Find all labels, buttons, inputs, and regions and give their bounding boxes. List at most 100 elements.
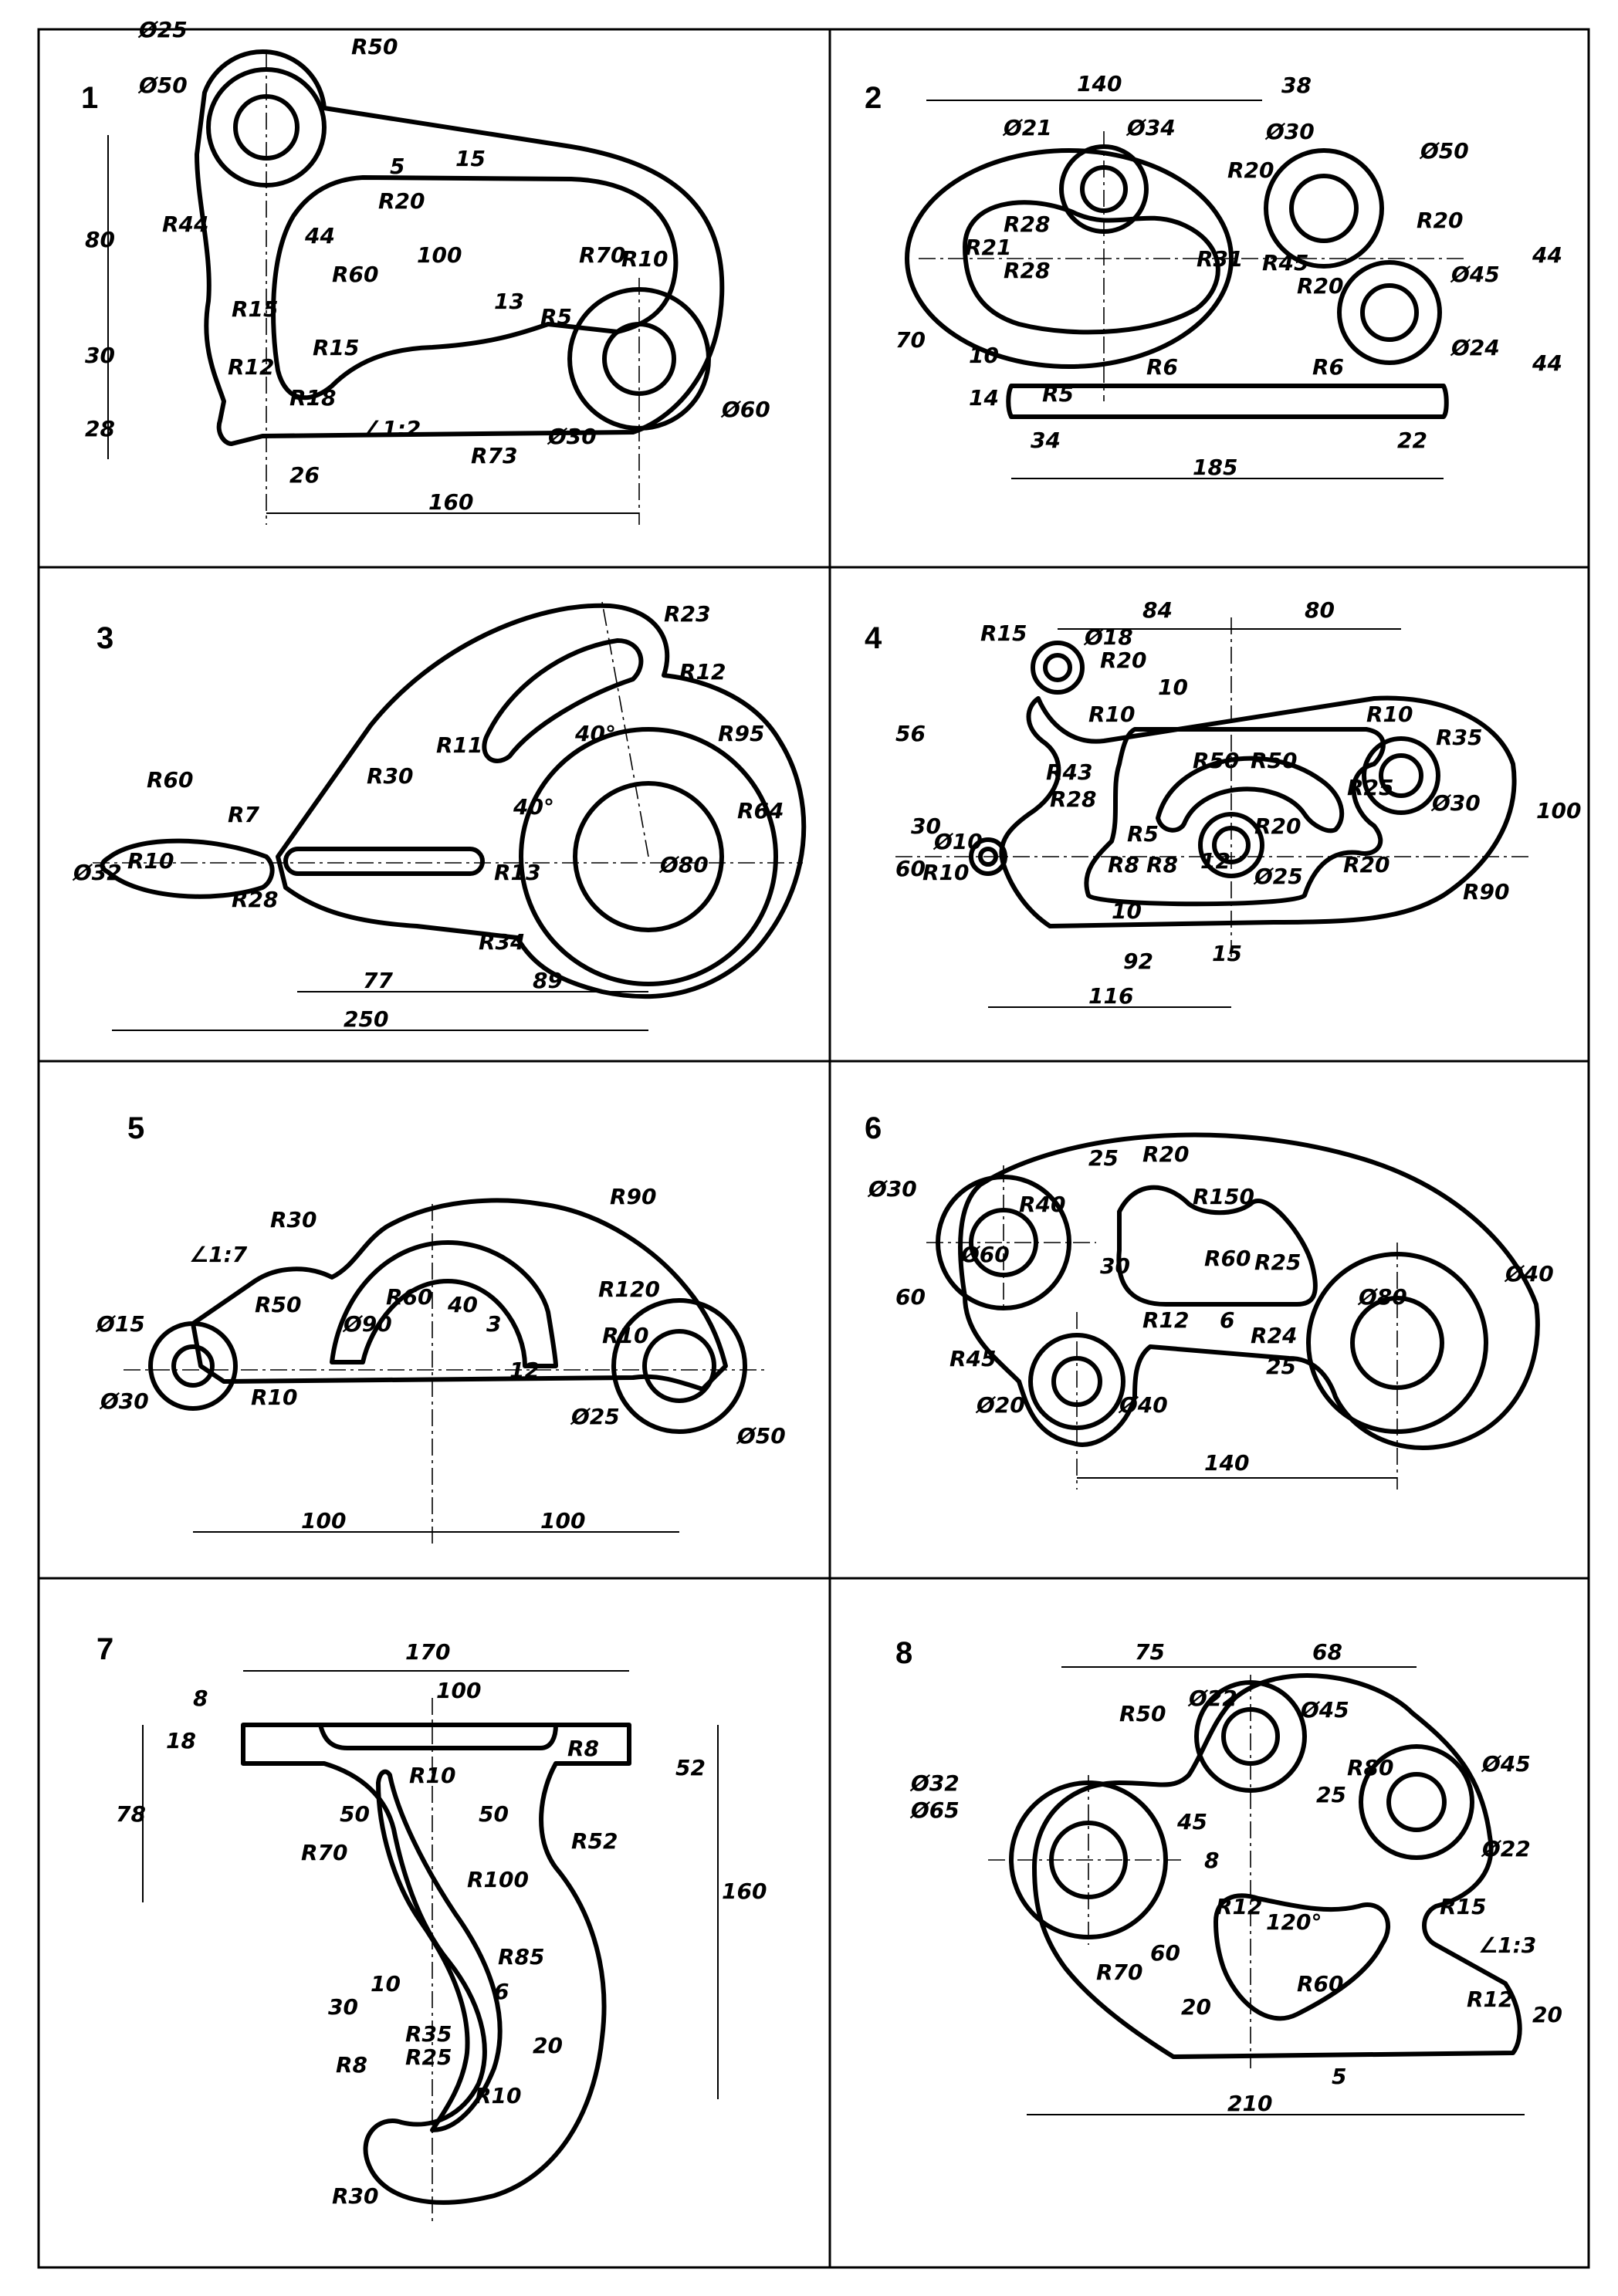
panel-8-boss-right [1359, 1744, 1474, 1860]
panel-7-dim: 18 [166, 1728, 196, 1753]
panel-4-dim: 116 [1088, 983, 1133, 1009]
panel-6-dim: Ø30 [867, 1176, 917, 1202]
panel-6-hole-right [1350, 1296, 1444, 1390]
panel-3-dim: R7 [228, 802, 260, 827]
panel-2-boss-bottom-right [1337, 260, 1442, 365]
panel-1-dim: R15 [313, 335, 360, 360]
panel-1-outline [195, 49, 725, 446]
panel-8: 8 75 68 R50 Ø22 Ø45 Ø32 Ø65 45 25 R80 Ø4… [895, 1636, 1562, 2116]
panel-4-dim: R5 [1127, 821, 1159, 847]
panel-2-dim: 10 [969, 343, 999, 368]
panel-7-dim: R8 [567, 1736, 599, 1761]
panel-5-dim: R10 [602, 1323, 649, 1348]
panel-3-dim: Ø80 [658, 852, 709, 877]
panel-5-dim: 12 [509, 1358, 540, 1383]
panel-7-dim: R52 [571, 1828, 618, 1854]
panel-4-dim: R20 [1343, 852, 1390, 877]
panel-7-dim: 30 [328, 1994, 358, 2020]
panel-6-outline [958, 1132, 1540, 1450]
panel-7-dim: 10 [371, 1971, 401, 1997]
panel-1-dim: Ø30 [547, 424, 597, 449]
panel-2-dim: R31 [1197, 246, 1244, 272]
panel-2-dim: 22 [1397, 428, 1427, 453]
panel-4-dim: 10 [1112, 898, 1142, 924]
panel-1-dim: Ø60 [720, 397, 770, 422]
panel-4-dim: 10 [1158, 675, 1188, 700]
panel-3: 3 R23 R12 R95 40° 40° R11 R30 R60 R7 Ø32… [72, 601, 807, 1032]
panel-1-dim: R12 [228, 354, 275, 380]
panel-4-dim: 92 [1123, 948, 1153, 974]
panel-3-dim: R12 [679, 659, 726, 685]
panel-3-arc-slot [482, 638, 644, 763]
panel-3-dim: R11 [436, 732, 483, 758]
panel-8-dim: 20 [1532, 2002, 1562, 2027]
panel-3-dim: 40° [574, 721, 616, 746]
panel-3-dim: 89 [533, 968, 563, 993]
panel-7-dim: 50 [479, 1801, 509, 1827]
panel-4-dim: R25 [1347, 775, 1394, 800]
panel-5-dim: 3 [486, 1311, 501, 1337]
panel-4-dim: R20 [1254, 813, 1302, 839]
panel-5-dim: R30 [270, 1207, 317, 1233]
panel-5-hole-left [171, 1344, 215, 1388]
panel-8-dim: ∠1:3 [1478, 1932, 1536, 1958]
panel-7-dim: 100 [436, 1678, 481, 1703]
panel-2-dim: Ø30 [1264, 119, 1315, 144]
panel-2-number: 2 [865, 81, 882, 115]
panel-6-dim: R40 [1019, 1192, 1066, 1217]
panel-7-dim: R70 [301, 1840, 348, 1865]
panel-6-dim: 25 [1266, 1354, 1296, 1379]
panel-8-dim: Ø45 [1481, 1751, 1531, 1777]
panel-7-dim: 52 [675, 1755, 706, 1780]
panel-4-dim: R8 [1108, 852, 1139, 877]
panel-1-dim: R20 [378, 188, 425, 214]
panel-3-hole [573, 781, 724, 932]
panel-1-dim: 5 [390, 154, 404, 179]
panel-1-dim: 160 [428, 489, 473, 515]
panel-5-dim: R50 [255, 1292, 302, 1317]
panel-5-boss-right [611, 1298, 747, 1434]
panel-5-dim: Ø15 [95, 1311, 145, 1337]
panel-4-inner-cutout [1084, 727, 1386, 907]
panel-2-dim: 14 [969, 385, 999, 411]
panel-3-dim: 77 [363, 968, 393, 993]
panel-1-dim: 44 [304, 223, 335, 249]
panel-6-dim: R150 [1193, 1184, 1254, 1209]
panel-5: 5 R30 ∠1:7 R50 R90 Ø15 R60 Ø90 40 3 R120… [95, 1111, 786, 1544]
panel-4-dim: 100 [1536, 798, 1581, 823]
panel-8-outline [1032, 1673, 1522, 2059]
panel-8-dim: R15 [1440, 1894, 1487, 1919]
panel-6-dim: R12 [1142, 1307, 1190, 1333]
panel-2-dim: 70 [895, 327, 926, 353]
panel-4-dim: Ø18 [1083, 624, 1133, 650]
panel-7-dim: 170 [405, 1639, 450, 1665]
panel-5-boss-left [148, 1321, 238, 1411]
panel-6-dim: 140 [1204, 1450, 1249, 1476]
panel-1-number: 1 [81, 81, 98, 115]
panel-8-dim: 8 [1204, 1848, 1219, 1873]
panel-2-dim: R6 [1312, 354, 1344, 380]
panel-3-left-lobe [100, 838, 275, 899]
panel-4-number: 4 [865, 621, 882, 655]
panel-7: 7 170 8 100 18 R8 78 R10 52 50 50 R70 R5… [96, 1632, 767, 2223]
panel-6-dim: R60 [1204, 1246, 1251, 1271]
panel-5-dim: ∠1:7 [189, 1242, 248, 1267]
panel-4-dim: R50 [1193, 748, 1240, 773]
panel-1-dim: 80 [85, 227, 115, 252]
panel-6-inner-cutout [1116, 1185, 1318, 1307]
panel-6-dim: 25 [1088, 1145, 1119, 1171]
panel-1-dim: ∠1:2 [363, 416, 421, 441]
panel-8-dim: R12 [1216, 1894, 1263, 1919]
panel-8-dim: R80 [1347, 1755, 1394, 1780]
panel-8-dim: Ø32 [909, 1770, 960, 1796]
panel-6-dim: Ø40 [1118, 1392, 1168, 1418]
panel-4-dim: R10 [1088, 702, 1136, 727]
panel-2-dim: Ø34 [1125, 115, 1176, 140]
panel-4-dim: 80 [1305, 597, 1335, 623]
panel-4-dim: R15 [980, 620, 1027, 646]
panel-8-dim: 68 [1312, 1639, 1342, 1665]
panel-2-dim: R28 [1004, 258, 1051, 283]
panel-8-dim: Ø65 [909, 1797, 960, 1823]
panel-7-dim: R10 [409, 1763, 456, 1788]
